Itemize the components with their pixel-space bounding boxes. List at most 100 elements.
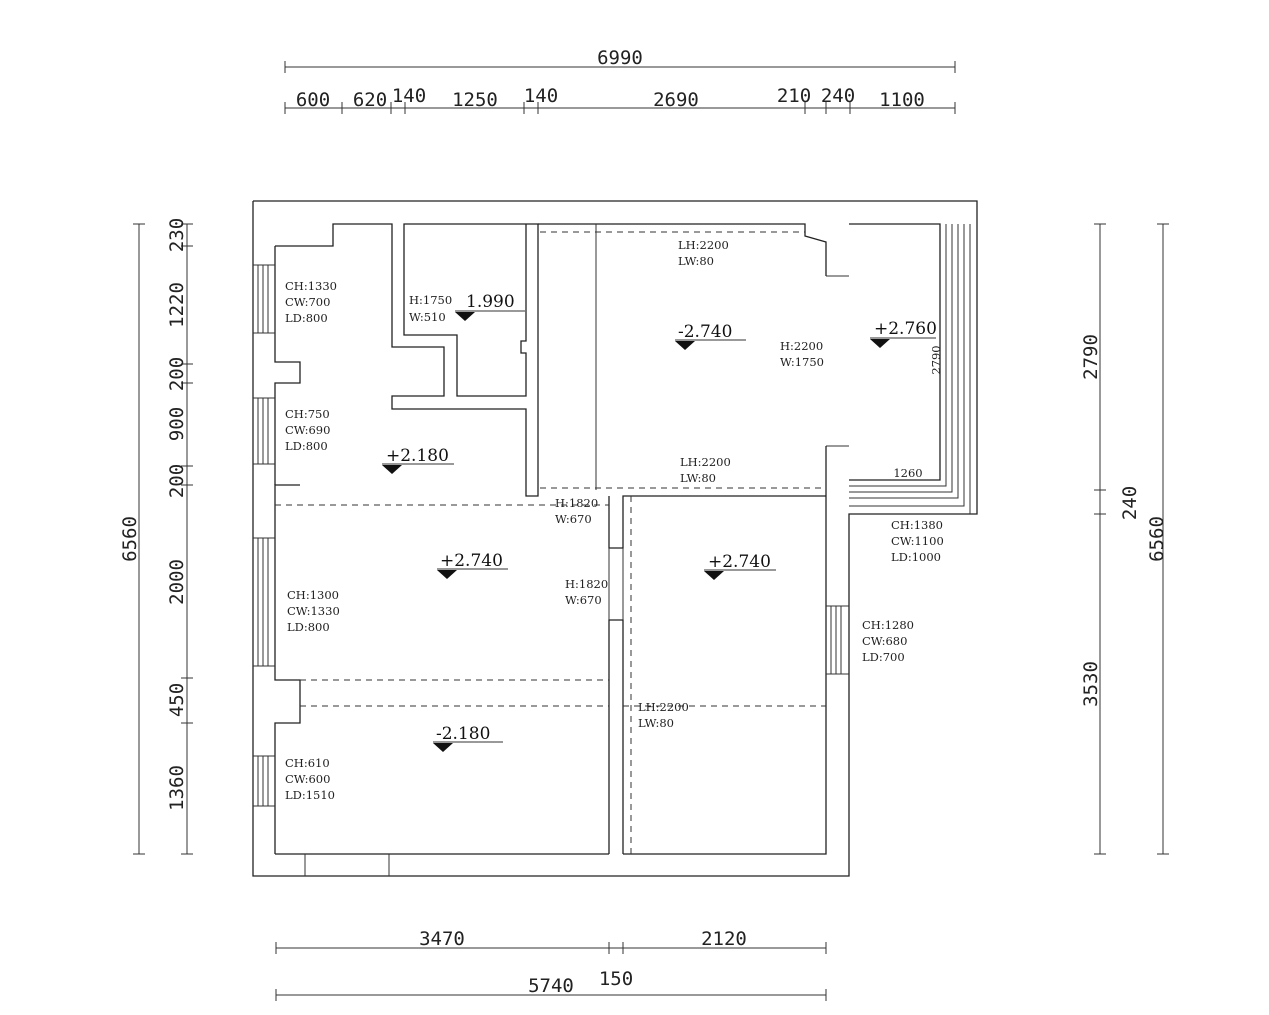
window-note-3-line-0: CH:1300	[287, 588, 339, 602]
window-left-3	[253, 537, 275, 667]
door-note-2-line-1: W:1750	[780, 355, 824, 369]
window-right	[826, 605, 849, 675]
beam-note-3-line-1: LW:80	[638, 716, 674, 730]
left-dimensions: 6560 230 1220 200 900 200 2000 450 1360	[119, 218, 193, 855]
beam-note-1: LH:2200 LW:80	[678, 238, 729, 268]
left-seg-1: 1220	[166, 282, 188, 328]
window-note-5: CH:1380 CW:1100 LD:1000	[891, 518, 944, 564]
elevation-label-4: +2.180	[386, 446, 449, 466]
exterior-walls	[252, 200, 978, 877]
left-seg-6: 450	[166, 683, 188, 717]
window-note-1-line-0: CH:1330	[285, 279, 337, 293]
left-seg-4: 200	[166, 464, 188, 498]
right-seg-1: 240	[1119, 486, 1141, 520]
beam-lines	[275, 231, 826, 854]
right-total-dim: 6560	[1146, 516, 1168, 562]
window-note-1-line-2: LD:800	[285, 311, 328, 325]
elevation-triangle-icon	[433, 743, 453, 752]
top-seg-4: 140	[524, 85, 558, 107]
window-note-3: CH:1300 CW:1330 LD:800	[287, 588, 340, 634]
window-left-1	[253, 264, 275, 334]
left-total-dim: 6560	[119, 516, 141, 562]
elevation-triangle-icon	[870, 339, 890, 348]
window-note-1: CH:1330 CW:700 LD:800	[285, 279, 337, 325]
window-left-4	[253, 755, 275, 807]
top-total-dim: 6990	[597, 47, 643, 69]
elevation-triangle-icon	[704, 571, 724, 580]
beam-note-2-line-0: LH:2200	[680, 455, 731, 469]
elevation-marker-5: +2.740	[437, 551, 508, 579]
top-seg-3: 1250	[452, 89, 498, 111]
bottom-extra-dim: 150	[599, 968, 633, 990]
window-note-5-line-0: CH:1380	[891, 518, 943, 532]
right-seg-2: 3530	[1080, 661, 1102, 707]
right-seg-0: 2790	[1080, 334, 1102, 380]
interior-walls	[391, 223, 971, 854]
left-seg-0: 230	[166, 218, 188, 252]
beam-note-3: LH:2200 LW:80	[638, 700, 689, 730]
beam-note-3-line-0: LH:2200	[638, 700, 689, 714]
door-note-2: H:2200 W:1750	[780, 339, 824, 369]
elevation-label-2: -2.740	[678, 322, 732, 342]
elevation-triangle-icon	[382, 465, 402, 474]
balcony-depth-label: 2790	[929, 345, 943, 374]
door-note-4-line-0: H:1820	[565, 577, 608, 591]
window-note-1-line-1: CW:700	[285, 295, 330, 309]
elevation-label-5: +2.740	[440, 551, 503, 571]
door-note-4-line-1: W:670	[565, 593, 602, 607]
elevation-triangle-icon	[455, 312, 475, 321]
window-note-2-line-0: CH:750	[285, 407, 330, 421]
top-seg-0: 600	[296, 89, 330, 111]
elevation-marker-1: 1.990	[455, 292, 525, 321]
top-seg-8: 1100	[879, 89, 925, 111]
bottom-seg-0: 3470	[419, 928, 465, 950]
window-note-3-line-1: CW:1330	[287, 604, 340, 618]
top-seg-5: 2690	[653, 89, 699, 111]
bottom-total-dim: 5740	[528, 975, 574, 997]
top-dimensions: 6990 600 620 140 1250 140 2690 210 240 1…	[284, 47, 956, 114]
door-note-3: H:1820 W:670	[555, 496, 598, 526]
door-note-1-line-0: H:1750	[409, 293, 452, 307]
right-dimensions: 2790 240 3530 6560	[1080, 223, 1169, 855]
top-seg-1: 620	[353, 89, 387, 111]
top-seg-7: 240	[821, 85, 855, 107]
top-seg-2: 140	[392, 85, 426, 107]
window-note-6-line-0: CH:1280	[862, 618, 914, 632]
elevation-marker-3: +2.760	[870, 319, 937, 348]
top-seg-6: 210	[777, 85, 811, 107]
door-note-1-line-1: W:510	[409, 310, 446, 324]
beam-note-1-line-0: LH:2200	[678, 238, 729, 252]
door-note-4: H:1820 W:670	[565, 577, 608, 607]
left-seg-7: 1360	[166, 765, 188, 811]
door-note-2-line-0: H:2200	[780, 339, 823, 353]
elevation-marker-4: +2.180	[382, 446, 454, 474]
window-note-2-line-1: CW:690	[285, 423, 330, 437]
bottom-seg-1: 2120	[701, 928, 747, 950]
window-note-4-line-0: CH:610	[285, 756, 330, 770]
door-note-3-line-1: W:670	[555, 512, 592, 526]
left-seg-5: 2000	[166, 559, 188, 605]
window-left-2	[253, 397, 275, 465]
window-note-2-line-2: LD:800	[285, 439, 328, 453]
window-note-4: CH:610 CW:600 LD:1510	[285, 756, 335, 802]
elevation-label-6: +2.740	[708, 552, 771, 572]
window-note-5-line-1: CW:1100	[891, 534, 944, 548]
window-note-6: CH:1280 CW:680 LD:700	[862, 618, 914, 664]
elevation-label-7: -2.180	[436, 724, 490, 744]
window-note-6-line-1: CW:680	[862, 634, 907, 648]
left-seg-3: 900	[166, 407, 188, 441]
door-note-3-line-0: H:1820	[555, 496, 598, 510]
window-note-3-line-2: LD:800	[287, 620, 330, 634]
elevation-label-3: +2.760	[874, 319, 937, 339]
elevation-label-1: 1.990	[466, 292, 515, 312]
window-note-4-line-1: CW:600	[285, 772, 330, 786]
bottom-dimensions: 3470 2120 5740 150	[275, 928, 827, 1001]
door-note-1: H:1750 W:510	[409, 293, 452, 324]
left-seg-2: 200	[166, 357, 188, 391]
elevation-marker-2: -2.740	[675, 322, 746, 350]
beam-note-1-line-1: LW:80	[678, 254, 714, 268]
window-note-2: CH:750 CW:690 LD:800	[285, 407, 330, 453]
window-note-5-line-2: LD:1000	[891, 550, 941, 564]
balcony-width-label: 1260	[893, 466, 922, 480]
